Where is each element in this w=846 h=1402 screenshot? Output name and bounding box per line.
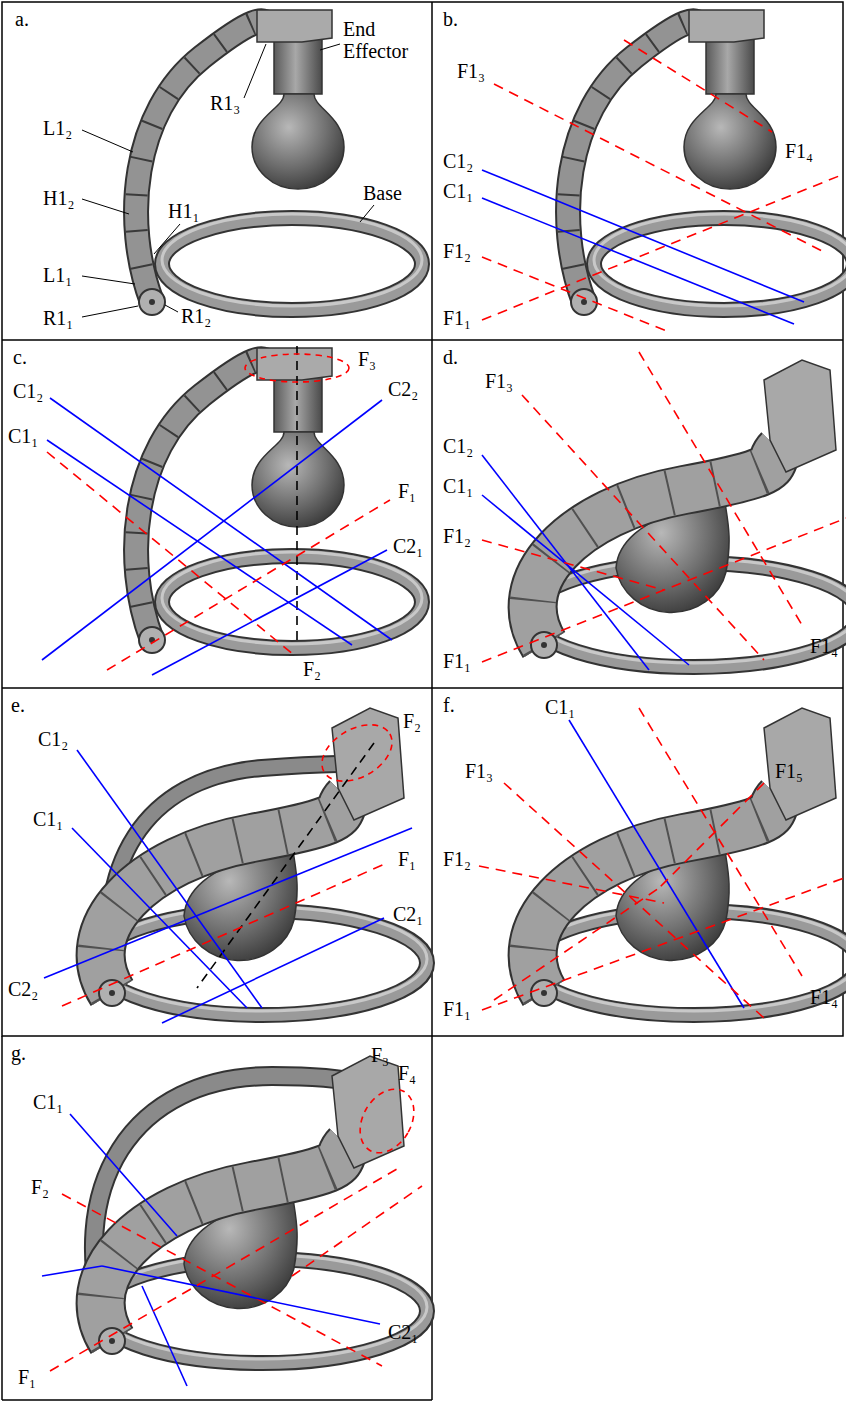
axis-label: F1₂ xyxy=(442,240,472,262)
panel-letter: f. xyxy=(442,694,456,716)
axis-label: F₂ xyxy=(30,1176,50,1198)
axis-label: F1₄ xyxy=(784,140,814,162)
axis-label: F₄ xyxy=(397,1062,417,1084)
axis-label: F₃ xyxy=(357,348,377,370)
axis-label: C1₁ xyxy=(442,180,474,202)
panel-letter: e. xyxy=(10,694,26,716)
axis-label: F1₃ xyxy=(456,60,486,82)
axis-label: F1₂ xyxy=(442,848,472,870)
axis-label: C1₂ xyxy=(37,728,69,750)
axis-label: F1₄ xyxy=(809,635,839,657)
panel-letter: a. xyxy=(14,8,30,30)
axis-label: C2₂ xyxy=(387,378,419,400)
axis-label: F₁ xyxy=(397,480,417,502)
axis-label: F1₁ xyxy=(442,307,472,329)
axis-label: C1₁ xyxy=(32,1091,64,1113)
axis-label: F1₁ xyxy=(442,998,472,1020)
axis-label: F₂ xyxy=(302,658,322,680)
axis-label: F₃ xyxy=(370,1044,390,1066)
axis-label: F1₃ xyxy=(484,370,514,392)
axis-label: C1₁ xyxy=(32,808,64,830)
axis-label: F₁ xyxy=(397,848,417,870)
axis-label: F1₃ xyxy=(464,760,494,782)
panel-letter: b. xyxy=(442,8,459,30)
axis-label: F1₁ xyxy=(442,650,472,672)
axis-label: C2₂ xyxy=(7,978,39,1000)
axis-label: C1₁ xyxy=(7,425,39,447)
axis-label: F1₄ xyxy=(809,986,839,1008)
panel-letter: d. xyxy=(442,346,459,368)
axis-label: F₂ xyxy=(402,710,422,732)
axis-label: F1₅ xyxy=(774,760,804,782)
part-label: L1₁ xyxy=(42,264,73,286)
axis-label: C1₂ xyxy=(442,150,474,172)
part-label: H1₁ xyxy=(167,200,200,222)
part-label: H1₂ xyxy=(42,187,75,209)
axis-label: C2₁ xyxy=(387,1321,419,1343)
panel-letter: c. xyxy=(12,346,28,368)
part-label: R1₁ xyxy=(42,307,74,329)
axis-label: F₁ xyxy=(17,1366,37,1388)
axis-label: C1₁ xyxy=(442,475,474,497)
part-label: Base xyxy=(362,182,403,204)
axis-label: F1₂ xyxy=(442,525,472,547)
part-label: End Effector xyxy=(342,18,426,62)
axis-label: C1₁ xyxy=(544,696,576,718)
part-label: R1₃ xyxy=(209,92,241,114)
part-label: L1₂ xyxy=(42,117,73,139)
axis-label: C1₂ xyxy=(12,380,44,402)
axis-label: C1₂ xyxy=(442,435,474,457)
part-label: R1₂ xyxy=(180,305,212,327)
axis-label: C2₁ xyxy=(392,903,424,925)
axis-label: C2₁ xyxy=(392,535,424,557)
panel-letter: g. xyxy=(10,1042,27,1064)
